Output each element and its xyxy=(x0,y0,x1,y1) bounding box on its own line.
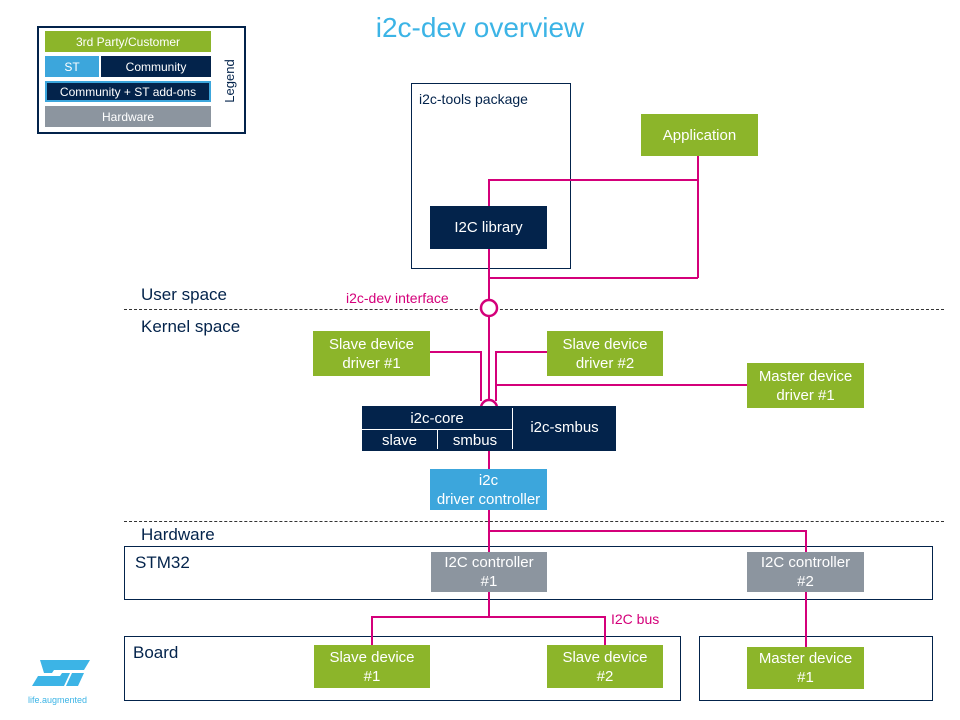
slave-device-1: Slave device #1 xyxy=(314,645,430,688)
slave-label: slave xyxy=(381,432,418,449)
i2c-controller-2: I2C controller #2 xyxy=(747,552,864,592)
legend-hardware: Hardware xyxy=(45,106,211,127)
st-logo: life.augmented xyxy=(26,656,96,706)
board-label: Board xyxy=(133,643,179,662)
stm32-label: STM32 xyxy=(135,553,190,572)
kernel-hardware-divider xyxy=(124,521,944,522)
core-divider-v xyxy=(512,408,513,449)
page-title: i2c-dev overview xyxy=(375,12,585,43)
i2c-core-label: i2c-core xyxy=(410,410,464,427)
user-space-label: User space xyxy=(141,285,227,304)
st-tagline: life.augmented xyxy=(28,695,88,705)
i2c-core-block: i2c-core slave smbus i2c-smbus xyxy=(362,406,616,451)
legend-third-party: 3rd Party/Customer xyxy=(45,31,211,52)
i2c-tools-package-label: i2c-tools package xyxy=(419,91,528,107)
application-box: Application xyxy=(641,114,758,156)
i2c-library-box: I2C library xyxy=(430,206,547,249)
hardware-label: Hardware xyxy=(141,525,215,544)
slave-driver-2: Slave device driver #2 xyxy=(547,331,663,376)
i2c-smbus-label: i2c-smbus xyxy=(530,419,599,436)
core-divider-v2 xyxy=(437,429,438,449)
master-driver-1: Master device driver #1 xyxy=(747,363,864,408)
st-logo-icon xyxy=(32,660,90,686)
i2c-dev-interface-label: i2c-dev interface xyxy=(346,290,449,306)
i2c-controller-1: I2C controller #1 xyxy=(431,552,547,592)
master-device-1: Master device #1 xyxy=(747,647,864,689)
smbus-label: smbus xyxy=(452,432,498,449)
slave-device-2: Slave device #2 xyxy=(547,645,663,688)
i2c-bus-label: I2C bus xyxy=(611,611,660,627)
legend-community-st: Community + ST add-ons xyxy=(45,81,211,102)
user-kernel-divider xyxy=(124,309,944,310)
legend-community: Community xyxy=(101,56,211,77)
legend-st: ST xyxy=(45,56,99,77)
legend: 3rd Party/Customer ST Community Communit… xyxy=(37,26,246,134)
slave-driver-1: Slave device driver #1 xyxy=(313,331,430,376)
kernel-space-label: Kernel space xyxy=(141,317,241,336)
i2c-driver-controller: i2c driver controller xyxy=(430,469,547,510)
